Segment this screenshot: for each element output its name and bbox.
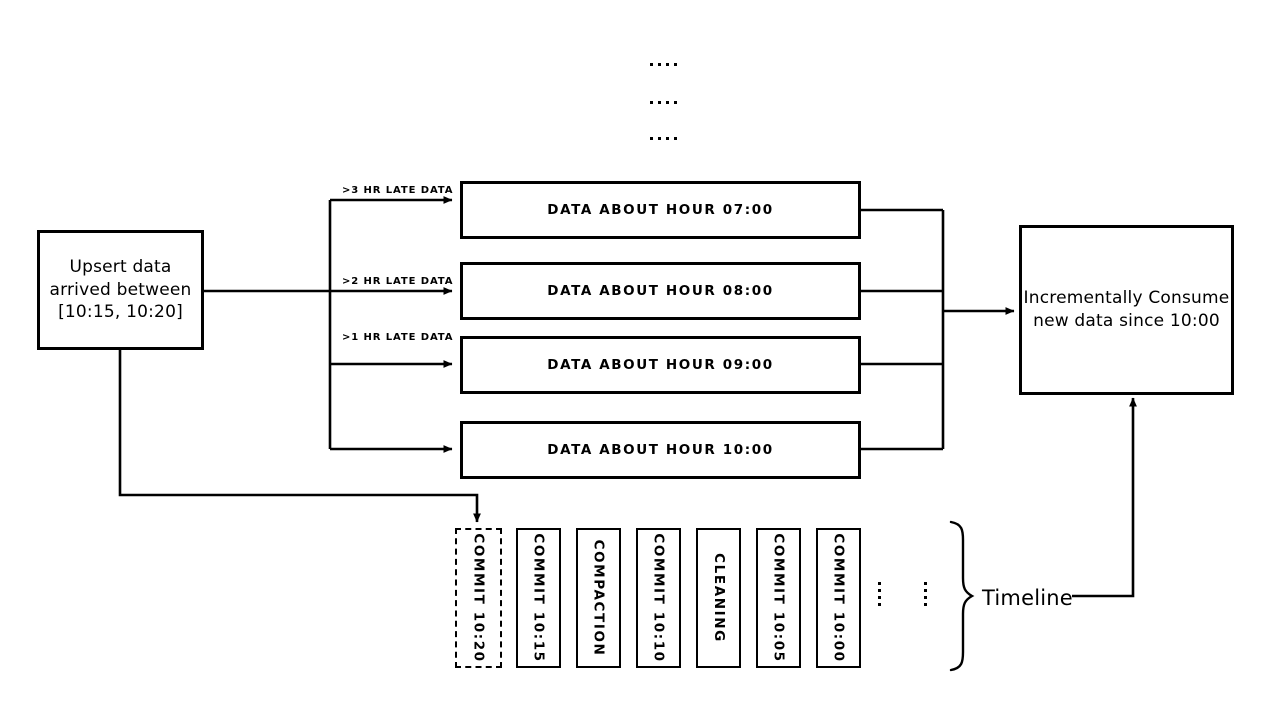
timeline-cell-commit-1020: COMMIT 10:20 xyxy=(455,528,502,668)
timeline-label: Timeline xyxy=(982,586,1073,610)
timeline-cell-compaction-label: COMPACTION xyxy=(590,539,607,657)
timeline-cell-commit-1015: COMMIT 10:15 xyxy=(516,528,561,668)
late-label-2hr: >2 HR LATE DATA xyxy=(342,276,454,287)
timeline-cell-commit-1010: COMMIT 10:10 xyxy=(636,528,681,668)
timeline-brace xyxy=(949,520,975,672)
data-box-hour-07-label: DATA ABOUT HOUR 07:00 xyxy=(547,202,774,218)
timeline-cell-cleaning-label: CLEANING xyxy=(710,553,727,643)
upsert-source-text: Upsert data arrived between [10:15, 10:2… xyxy=(49,256,192,323)
upsert-source-box: Upsert data arrived between [10:15, 10:2… xyxy=(37,230,204,350)
data-box-hour-09: DATA ABOUT HOUR 09:00 xyxy=(460,336,861,394)
timeline-cell-commit-1020-label: COMMIT 10:20 xyxy=(470,533,487,663)
late-label-1hr: >1 HR LATE DATA xyxy=(342,332,454,343)
timeline-cell-commit-1005: COMMIT 10:05 xyxy=(756,528,801,668)
data-box-hour-08-label: DATA ABOUT HOUR 08:00 xyxy=(547,283,774,299)
edge-timeline-to-consume xyxy=(1072,397,1137,598)
data-box-hour-07: DATA ABOUT HOUR 07:00 xyxy=(460,181,861,239)
data-box-hour-08: DATA ABOUT HOUR 08:00 xyxy=(460,262,861,320)
timeline-cell-cleaning: CLEANING xyxy=(696,528,741,668)
late-label-3hr: >3 HR LATE DATA xyxy=(342,185,454,196)
timeline-cell-commit-1000-label: COMMIT 10:00 xyxy=(830,533,847,663)
data-box-hour-10: DATA ABOUT HOUR 10:00 xyxy=(460,421,861,479)
timeline-cell-commit-1005-label: COMMIT 10:05 xyxy=(770,533,787,663)
timeline-cell-compaction: COMPACTION xyxy=(576,528,621,668)
timeline-cell-commit-1015-label: COMMIT 10:15 xyxy=(530,533,547,663)
data-box-hour-09-label: DATA ABOUT HOUR 09:00 xyxy=(547,357,774,373)
incremental-consume-box: Incrementally Consume new data since 10:… xyxy=(1019,225,1234,395)
timeline-ellipsis-1 xyxy=(878,582,881,606)
timeline-ellipsis-2 xyxy=(924,582,927,606)
ellipsis-row-3 xyxy=(650,137,677,140)
timeline-cell-commit-1000: COMMIT 10:00 xyxy=(816,528,861,668)
incremental-consume-text: Incrementally Consume new data since 10:… xyxy=(1023,288,1230,331)
ellipsis-row-1 xyxy=(650,63,677,66)
data-box-hour-10-label: DATA ABOUT HOUR 10:00 xyxy=(547,442,774,458)
ellipsis-row-2 xyxy=(650,101,677,104)
edge-source-to-commit xyxy=(118,350,481,523)
timeline-cell-commit-1010-label: COMMIT 10:10 xyxy=(650,533,667,663)
